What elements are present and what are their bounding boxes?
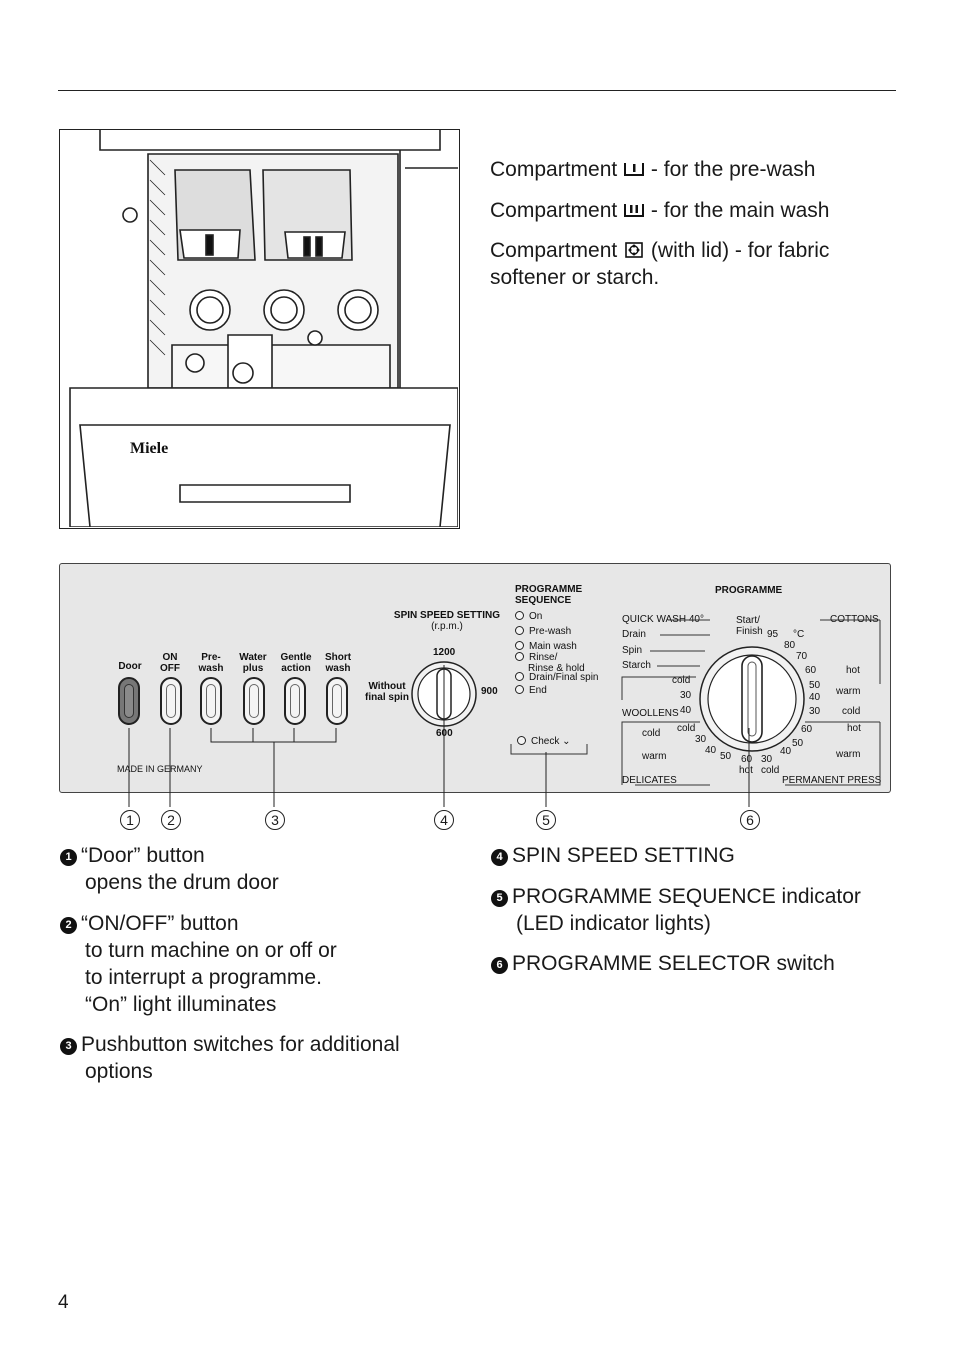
prog-permpress-label: PERMANENT PRESS — [782, 775, 882, 786]
prog-pp-30: 30 — [761, 754, 773, 765]
led-drain: Drain/Final spin — [515, 672, 598, 683]
callout-2: 2 — [161, 810, 181, 830]
led-on: On — [515, 611, 542, 622]
led-end: End — [515, 685, 547, 696]
prog-pp-50: 50 — [792, 738, 804, 749]
spin-1200-label: 1200 — [433, 647, 456, 658]
prog-wool-cold: cold — [672, 675, 691, 686]
prog-wool-40: 40 — [680, 705, 692, 716]
prog-cotton-hot: hot — [846, 665, 860, 676]
prog-80: 80 — [784, 640, 796, 651]
prog-cotton-30: 30 — [809, 706, 821, 717]
prog-quickwash: QUICK WASH 40° — [622, 614, 704, 625]
prog-pp-cold: cold — [761, 765, 780, 776]
waterplus-button[interactable] — [243, 677, 265, 725]
page-number: 4 — [58, 1292, 69, 1313]
shortwash-button[interactable] — [326, 677, 348, 725]
prog-woollens-label: WOOLLENS — [622, 708, 679, 719]
prog-pp-hot: hot — [847, 723, 861, 734]
callout-4: 4 — [434, 810, 454, 830]
callout-leaders — [128, 665, 750, 807]
programme-title: PROGRAMME — [715, 585, 783, 596]
led-icon — [515, 626, 524, 635]
prog-95: 95 — [767, 629, 779, 640]
prog-cotton-60: 60 — [805, 665, 817, 676]
door-label: Door — [118, 661, 142, 672]
prog-drain: Drain — [622, 629, 646, 640]
led-icon — [515, 611, 524, 620]
softener-compartment-icon — [625, 242, 643, 258]
prog-pp-warm: warm — [836, 749, 861, 760]
prog-del-warm: warm — [642, 751, 667, 762]
prog-del-40: 40 — [705, 745, 717, 756]
onoff-button[interactable] — [160, 677, 182, 725]
led-icon — [515, 641, 524, 650]
prog-del-30: 30 — [695, 734, 707, 745]
prog-pp-60: 60 — [801, 724, 813, 735]
mainwash-compartment-icon — [624, 204, 645, 217]
callout-5: 5 — [536, 810, 556, 830]
compartment-mainwash: Compartment - for the main wash — [490, 199, 830, 222]
prog-cotton-warm: warm — [836, 686, 861, 697]
prewash-button[interactable] — [200, 677, 222, 725]
callout-3: 3 — [265, 810, 285, 830]
prog-del-hot: hot — [739, 765, 753, 776]
prog-spin: Spin — [622, 645, 643, 656]
led-icon — [515, 672, 524, 681]
desc-door: 1“Door” button opens the drum door — [60, 842, 279, 896]
led-check: Check ⌄ — [517, 736, 571, 747]
prog-degc: °C — [793, 629, 805, 640]
made-in-germany: MADE IN GERMANY — [117, 764, 203, 774]
gentle-action-button[interactable] — [284, 677, 306, 725]
prog-pp-40: 40 — [780, 746, 792, 757]
compartment-softener: Compartment (with lid) - for fabric soft… — [490, 239, 830, 289]
top-rule — [58, 90, 896, 91]
panel-lines — [510, 619, 881, 786]
prog-del-60: 60 — [741, 754, 753, 765]
led-prewash: Pre-wash — [515, 626, 571, 637]
led-icon — [515, 652, 524, 661]
faucet-icon: ⌄ — [562, 736, 571, 747]
prog-del-cold: cold — [642, 728, 661, 739]
prog-del-cold2: cold — [677, 723, 696, 734]
drawer-drawing: Miele — [69, 130, 459, 528]
prog-wool-30: 30 — [680, 690, 692, 701]
brand-logo: Miele — [130, 440, 168, 457]
prog-cotton-cold: cold — [842, 706, 861, 717]
desc-onoff: 2“ON/OFF” button to turn machine on or o… — [60, 910, 337, 1018]
compartment-prewash: Compartment - for the pre-wash — [490, 158, 816, 181]
prewash-compartment-icon — [624, 163, 645, 176]
led-icon — [517, 736, 526, 745]
led-rinse: Rinse/Rinse & hold — [515, 652, 585, 674]
prog-start-finish: Start/Finish — [736, 615, 763, 637]
prog-del-50: 50 — [720, 751, 732, 762]
prog-70: 70 — [796, 651, 808, 662]
callout-1: 1 — [120, 810, 140, 830]
spin-900-label: 900 — [481, 686, 498, 697]
detergent-drawer-illustration: Miele — [59, 129, 460, 529]
led-icon — [515, 685, 524, 694]
prewash-label: Pre-wash — [198, 652, 224, 674]
prog-starch: Starch — [622, 660, 651, 671]
prog-cotton-40: 40 — [809, 692, 821, 703]
callout-6: 6 — [740, 810, 760, 830]
door-button[interactable] — [118, 677, 140, 725]
prog-delicates-label: DELICATES — [622, 775, 677, 786]
spin-title: SPIN SPEED SETTING(r.p.m.) — [393, 610, 501, 632]
led-mainwash: Main wash — [515, 641, 577, 652]
programme-selector-knob[interactable] — [697, 644, 807, 754]
prog-cotton-50: 50 — [809, 680, 821, 691]
